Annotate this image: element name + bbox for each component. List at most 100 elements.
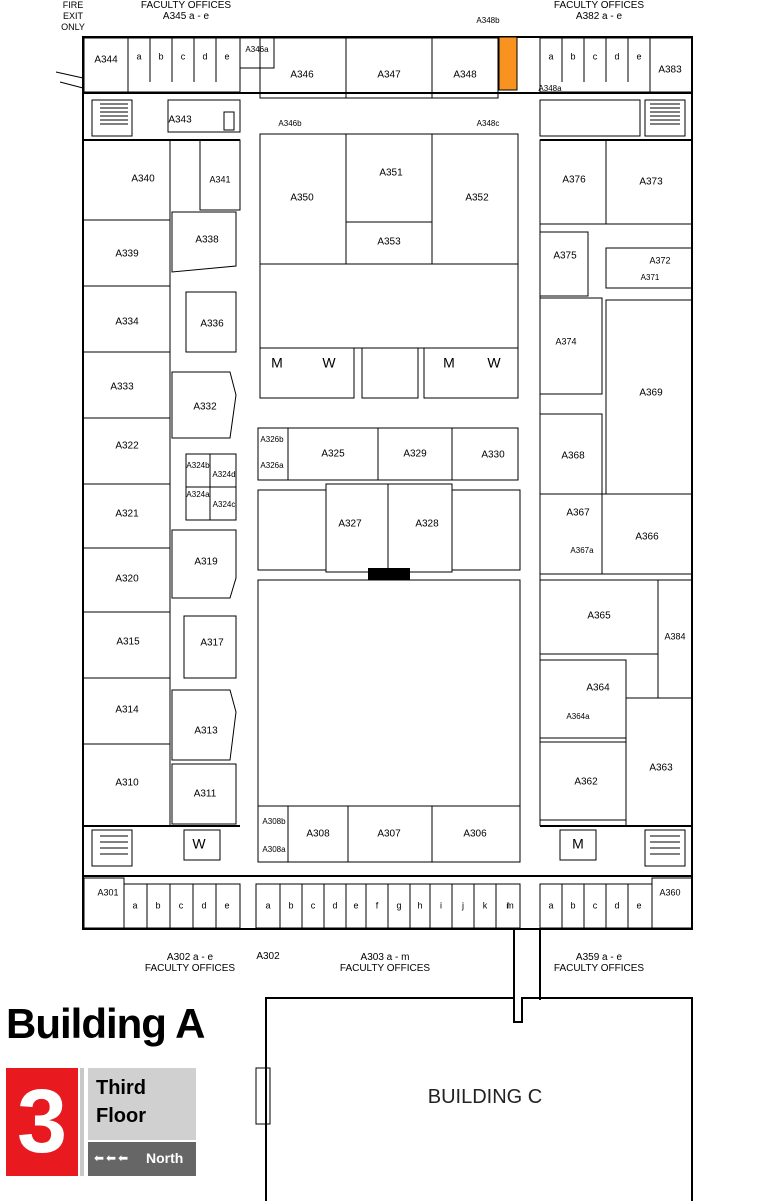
- group-a345-0: FACULTY OFFICES: [141, 0, 232, 11]
- group-a382-0: FACULTY OFFICES: [554, 0, 645, 11]
- room-label-a333: A333: [110, 382, 134, 393]
- floor-name-line1: Third: [96, 1077, 146, 1099]
- left-column: [83, 139, 241, 861]
- room-label-a320: A320: [115, 574, 139, 585]
- room-label-a344: A344: [94, 55, 118, 66]
- room-label-a327: A327: [338, 519, 362, 530]
- room-label-a325: A325: [321, 449, 345, 460]
- office-a303-f: f: [376, 900, 379, 910]
- room-label-a321: A321: [115, 509, 139, 520]
- group-a302-0: A302 a - e: [167, 952, 214, 963]
- room-label-a350: A350: [290, 193, 314, 204]
- restroom-w: W: [322, 355, 336, 371]
- office-a359-d: d: [614, 900, 619, 910]
- restroom-w: W: [487, 355, 501, 371]
- room-label-a343: A343: [168, 115, 192, 126]
- room-label-a371: A371: [641, 273, 660, 282]
- room-label-a301: A301: [97, 887, 118, 897]
- room-label-a317: A317: [200, 638, 224, 649]
- office-a345-b: b: [158, 51, 163, 61]
- room-label-a326b: A326b: [260, 435, 284, 444]
- room-label-a383: A383: [658, 65, 682, 76]
- room-label-a348c: A348c: [477, 119, 500, 128]
- room-label-a322: A322: [115, 441, 139, 452]
- office-a302-b: b: [155, 900, 160, 910]
- room-label-a347: A347: [377, 70, 401, 81]
- highlighted-room-a348b: [498, 36, 518, 91]
- restroom-w: W: [192, 836, 206, 852]
- room-label-a332: A332: [193, 402, 217, 413]
- room-label-a348a: A348a: [538, 84, 562, 93]
- north-indicator: ⬅⬅⬅ North: [88, 1142, 196, 1176]
- room-label-a366: A366: [635, 532, 659, 543]
- center-block: [257, 133, 521, 863]
- office-a345-d: d: [202, 51, 207, 61]
- room-label-a307: A307: [377, 829, 401, 840]
- room-label-a364a: A364a: [566, 712, 590, 721]
- room-label-a364: A364: [586, 683, 610, 694]
- room-label-a363: A363: [649, 763, 673, 774]
- office-a359-b: b: [570, 900, 575, 910]
- office-a359-e: e: [636, 900, 641, 910]
- office-a359-a: a: [548, 900, 553, 910]
- office-a345-e: e: [224, 51, 229, 61]
- floor-name-box: Third Floor: [88, 1068, 196, 1140]
- office-a345-a: a: [136, 51, 141, 61]
- office-a303-g: g: [396, 900, 401, 910]
- room-label-a308b: A308b: [262, 817, 286, 826]
- office-a303-d: d: [332, 900, 337, 910]
- room-label-a324b: A324b: [186, 461, 210, 470]
- floor-badge-divider: [80, 1068, 84, 1176]
- room-label-a369: A369: [639, 388, 663, 399]
- office-a382-a: a: [548, 51, 553, 61]
- room-label-a324c: A324c: [213, 500, 236, 509]
- restroom-m: M: [271, 355, 283, 371]
- office-a303-j: j: [461, 900, 464, 910]
- fire-exit-label-1: EXIT: [63, 11, 84, 21]
- room-label-a310: A310: [115, 778, 139, 789]
- office-a345-c: c: [181, 51, 186, 61]
- room-label-a374: A374: [555, 336, 576, 346]
- room-label-a348b: A348b: [476, 16, 500, 25]
- office-a303-a: a: [265, 900, 270, 910]
- room-label-a362: A362: [574, 777, 598, 788]
- office-a359-c: c: [593, 900, 598, 910]
- restroom-m: M: [572, 836, 584, 852]
- room-label-a334: A334: [115, 317, 139, 328]
- group-a303-0: A303 a - m: [361, 952, 410, 963]
- north-arrow-icon: ⬅⬅⬅: [94, 1151, 131, 1165]
- office-a303-m: m: [506, 900, 514, 910]
- room-label-a368: A368: [561, 451, 585, 462]
- room-label-a346: A346: [290, 70, 314, 81]
- room-label-a336: A336: [200, 319, 224, 330]
- room-label-a326a: A326a: [260, 461, 284, 470]
- office-a302-d: d: [201, 900, 206, 910]
- group-a302-1: FACULTY OFFICES: [145, 963, 236, 974]
- north-label: North: [146, 1150, 184, 1166]
- room-label-a314: A314: [115, 705, 139, 716]
- room-label-a340: A340: [131, 174, 155, 185]
- room-label-a324a: A324a: [186, 490, 210, 499]
- room-label-a375: A375: [553, 251, 577, 262]
- group-a359-0: A359 a - e: [576, 952, 623, 963]
- room-label-a384: A384: [664, 631, 685, 641]
- room-label-a352: A352: [465, 193, 489, 204]
- building-c-label: BUILDING C: [427, 1086, 543, 1108]
- group-a382-1: A382 a - e: [576, 11, 623, 22]
- room-label-a328: A328: [415, 519, 439, 530]
- fire-exit-label-0: FIRE: [63, 0, 84, 10]
- room-label-a346b: A346b: [278, 119, 302, 128]
- room-label-a339: A339: [115, 249, 139, 260]
- office-a382-e: e: [636, 51, 641, 61]
- room-label-a315: A315: [116, 637, 140, 648]
- room-label-a367a: A367a: [570, 546, 594, 555]
- room-label-a324d: A324d: [212, 470, 235, 479]
- room-label-a313: A313: [194, 726, 218, 737]
- office-a303-k: k: [483, 900, 488, 910]
- office-a382-d: d: [614, 51, 619, 61]
- room-label-a311: A311: [194, 789, 217, 800]
- floor-number: 3: [16, 1072, 68, 1172]
- room-label-a367: A367: [566, 508, 590, 519]
- room-label-a329: A329: [403, 449, 427, 460]
